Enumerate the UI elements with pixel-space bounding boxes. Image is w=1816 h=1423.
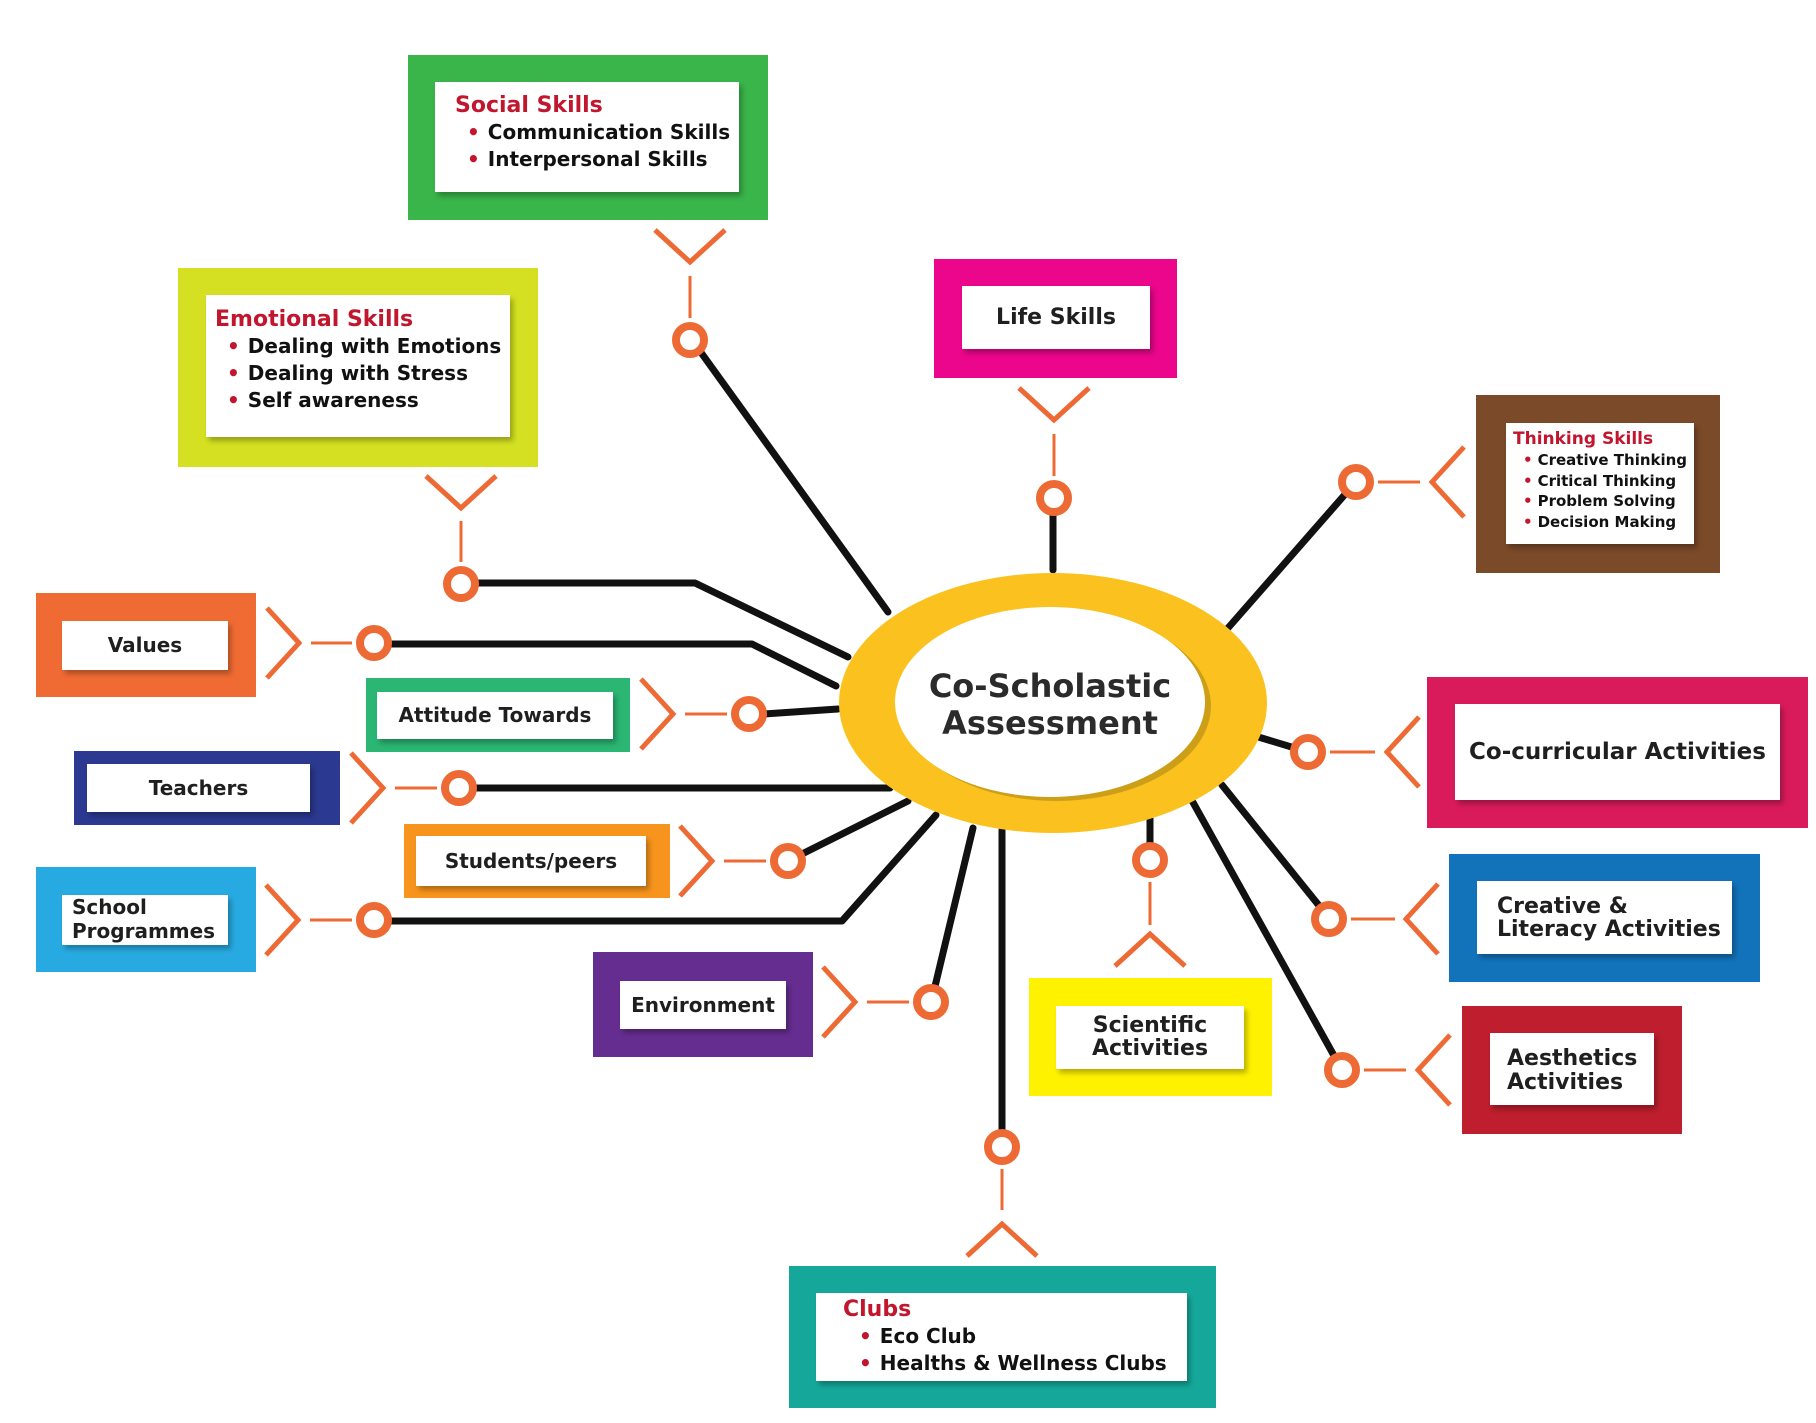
connector-social: [688, 336, 892, 616]
joint-circle: [1036, 480, 1072, 516]
node-social-skills[interactable]: Social Skills •Communication Skills •Int…: [408, 55, 768, 220]
joint-circle: [1290, 734, 1326, 770]
list-item: •Healths & Wellness Clubs: [859, 1351, 1167, 1375]
joint-circle: [1324, 1052, 1360, 1088]
joint-circle: [1311, 901, 1347, 937]
node-aesthetics-activities[interactable]: Aesthetics Activities: [1462, 1006, 1682, 1134]
connector-values: [369, 640, 840, 690]
joint-circle: [672, 322, 708, 358]
node-label-line2: Literacy Activities: [1497, 917, 1721, 942]
node-label-line1: Creative &: [1497, 894, 1628, 919]
node-cocurricular-activities[interactable]: Co-curricular Activities: [1427, 677, 1808, 828]
center-hub: [839, 573, 1267, 833]
joint-circle: [1338, 464, 1374, 500]
connector-school: [370, 811, 940, 925]
connector-students: [784, 797, 912, 865]
connector-emotional: [456, 579, 852, 661]
node-life-skills[interactable]: Life Skills: [934, 259, 1177, 378]
connector-aesthetics: [1186, 793, 1346, 1074]
node-thinking-skills[interactable]: Thinking Skills •Creative Thinking •Crit…: [1476, 395, 1720, 573]
node-title: Social Skills: [455, 93, 603, 118]
node-creative-literacy-activities[interactable]: Creative & Literacy Activities: [1449, 854, 1760, 982]
connector-creative: [1218, 781, 1333, 922]
list-item: •Decision Making: [1523, 512, 1677, 531]
node-label-line1: School: [72, 895, 147, 919]
node-label-line2: Programmes: [72, 919, 216, 943]
node-clubs[interactable]: Clubs •Eco Club •Healths & Wellness Club…: [789, 1266, 1216, 1408]
node-label-line1: Scientific: [1092, 1013, 1208, 1038]
list-item: •Interpersonal Skills: [467, 147, 708, 171]
list-item: •Dealing with Emotions: [227, 334, 502, 358]
list-item: •Communication Skills: [467, 120, 731, 144]
list-item: •Critical Thinking: [1523, 471, 1677, 490]
node-title: Clubs: [843, 1297, 912, 1322]
node-attitude-towards[interactable]: Attitude Towards: [366, 678, 630, 752]
node-label: Environment: [631, 993, 775, 1017]
node-label: Co-curricular Activities: [1469, 739, 1766, 765]
connector-thinking: [1224, 479, 1359, 632]
list-item: •Problem Solving: [1523, 492, 1676, 510]
node-label: Attitude Towards: [398, 703, 592, 727]
node-teachers[interactable]: Teachers: [74, 751, 340, 825]
node-label: Students/peers: [444, 849, 618, 873]
joint-circle: [770, 843, 806, 879]
joint-circle: [984, 1129, 1020, 1165]
joint-circle: [356, 902, 392, 938]
joint-circle: [731, 696, 767, 732]
node-title: Emotional Skills: [215, 307, 414, 332]
list-item: •Creative Thinking: [1523, 451, 1688, 469]
list-item: •Eco Club: [859, 1324, 977, 1348]
joint-circle: [443, 566, 479, 602]
node-label-line2: Activities: [1091, 1036, 1209, 1061]
center-node: Co-Scholastic Assessment: [895, 668, 1205, 748]
center-title-line2: Assessment: [942, 704, 1158, 742]
node-values[interactable]: Values: [36, 593, 256, 697]
joint-circle: [913, 984, 949, 1020]
node-title: Thinking Skills: [1513, 429, 1654, 449]
node-environment[interactable]: Environment: [593, 952, 813, 1057]
center-title-line1: Co-Scholastic: [928, 667, 1172, 705]
node-label: Life Skills: [996, 305, 1116, 330]
node-scientific-activities[interactable]: Scientific Activities: [1029, 978, 1272, 1096]
joint-circle: [356, 625, 392, 661]
node-students-peers[interactable]: Students/peers: [404, 824, 670, 898]
list-item: •Dealing with Stress: [227, 361, 468, 385]
joint-circle: [1132, 842, 1168, 878]
node-label: Values: [107, 633, 183, 657]
connector-environment: [927, 824, 977, 1007]
node-emotional-skills[interactable]: Emotional Skills •Dealing with Emotions …: [178, 268, 538, 467]
joint-circle: [441, 770, 477, 806]
node-label: Teachers: [148, 776, 249, 800]
node-school-programmes[interactable]: School Programmes: [36, 867, 256, 972]
node-label-line1: Aesthetics: [1507, 1046, 1638, 1071]
node-label-line2: Activities: [1507, 1070, 1624, 1095]
list-item: •Self awareness: [227, 388, 419, 412]
